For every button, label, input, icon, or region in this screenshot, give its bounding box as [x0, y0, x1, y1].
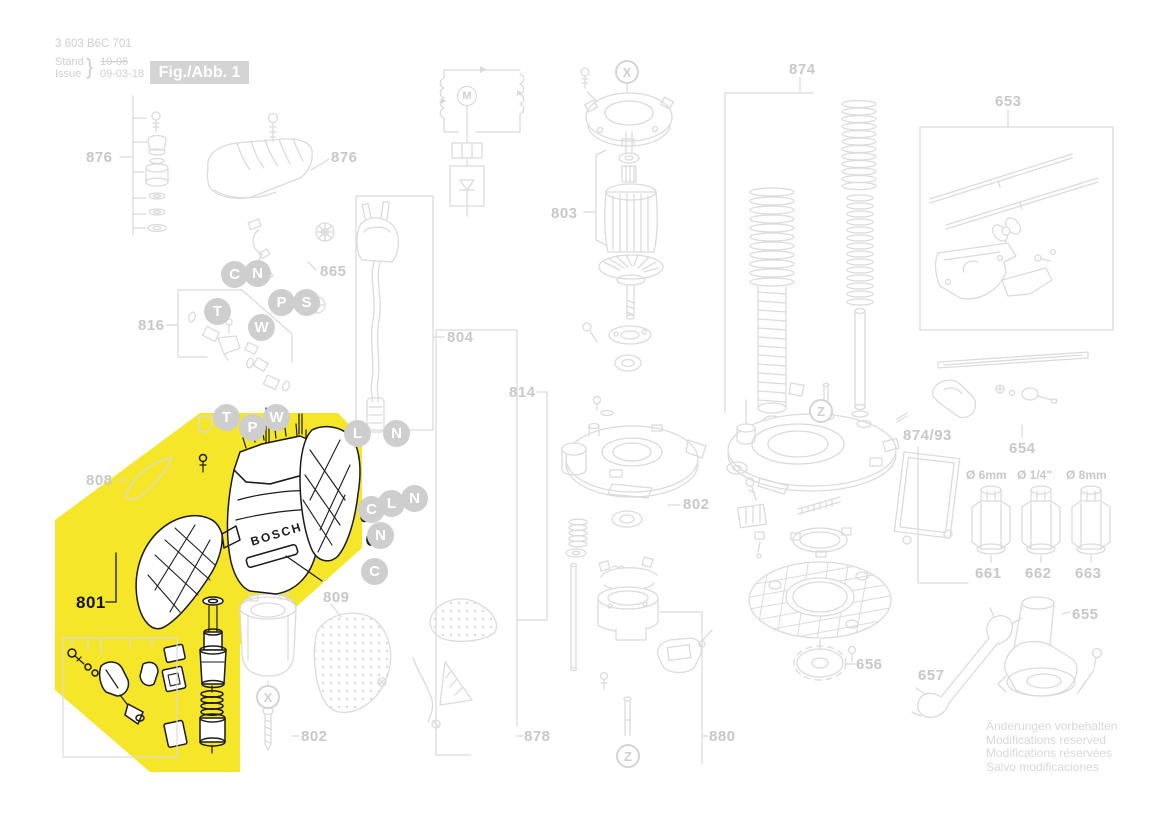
callout-n-badge: N — [244, 260, 271, 287]
part-label-655: 655 — [1072, 606, 1099, 623]
issue-date: 09-03-18 — [100, 68, 145, 80]
footer-disclaimer: Änderungen vorbehalten Modifications res… — [986, 719, 1118, 774]
callout-p-badge: P — [268, 289, 295, 316]
part-label-876-right: 876 — [331, 149, 358, 166]
collet-size-662: Ø 1/4" — [1017, 468, 1053, 482]
collet-size-663: Ø 8mm — [1066, 468, 1107, 482]
part-label-878: 878 — [524, 728, 551, 745]
callout-t-badge: T — [213, 404, 240, 431]
part-label-876-left: 876 — [86, 149, 113, 166]
document-number: 3 603 B6C 701 — [55, 38, 132, 50]
part-label-802-mid: 802 — [683, 496, 710, 513]
motor-symbol-badge: M — [457, 86, 477, 106]
part-label-663: 663 — [1075, 565, 1102, 582]
callout-n-badge: N — [383, 420, 410, 447]
callout-t-badge: T — [204, 298, 231, 325]
part-label-803: 803 — [551, 205, 578, 222]
issue-label: Issue — [55, 68, 82, 80]
part-label-802-left: 802 — [301, 728, 328, 745]
callout-c-badge: C — [221, 261, 248, 288]
stand-label: Stand — [55, 56, 84, 68]
callout-w-badge: W — [248, 314, 275, 341]
part-label-816: 816 — [138, 317, 165, 334]
part-label-656: 656 — [856, 656, 883, 673]
part-label-814: 814 — [509, 384, 536, 401]
part-label-880: 880 — [709, 728, 736, 745]
part-label-874: 874 — [789, 61, 816, 78]
part-label-662: 662 — [1025, 565, 1052, 582]
callout-n-badge: N — [367, 522, 394, 549]
part-label-654: 654 — [1009, 440, 1036, 457]
part-label-808: 808 — [86, 472, 113, 489]
superseded-date: 10-06 — [100, 56, 129, 68]
callout-l-badge: L — [378, 490, 405, 517]
footer-line-es: Salvo modificaciones — [986, 759, 1099, 774]
callout-l-badge: L — [344, 420, 371, 447]
callout-z-badge: Z — [809, 399, 833, 423]
part-label-809: 809 — [323, 589, 350, 606]
footer-line-fr: Modifications réservées — [986, 746, 1113, 760]
callout-n-badge: N — [401, 485, 428, 512]
callout-p-badge: P — [239, 414, 266, 441]
stand-issue-brace: } — [86, 54, 94, 79]
collet-size-661: Ø 6mm — [966, 468, 1007, 482]
footer-line-en: Modifications reserved — [986, 732, 1107, 747]
callout-x-badge: X — [256, 685, 280, 709]
part-label-801-highlighted: 801 — [76, 593, 106, 612]
figure-label: Fig./Abb. 1 — [150, 61, 249, 84]
callout-x-badge: X — [615, 60, 639, 84]
callout-s-badge: S — [293, 289, 320, 316]
part-label-661: 661 — [975, 565, 1002, 582]
part-label-804: 804 — [447, 329, 474, 346]
part-label-653: 653 — [995, 93, 1022, 110]
callout-z-badge: Z — [616, 744, 640, 768]
part-label-865: 865 — [320, 263, 347, 280]
part-label-874-93: 874/93 — [903, 427, 952, 444]
footer-line-de: Änderungen vorbehalten — [986, 719, 1118, 733]
callout-c-badge: C — [361, 558, 388, 585]
callout-w-badge: W — [263, 404, 290, 431]
part-label-657: 657 — [918, 667, 945, 684]
